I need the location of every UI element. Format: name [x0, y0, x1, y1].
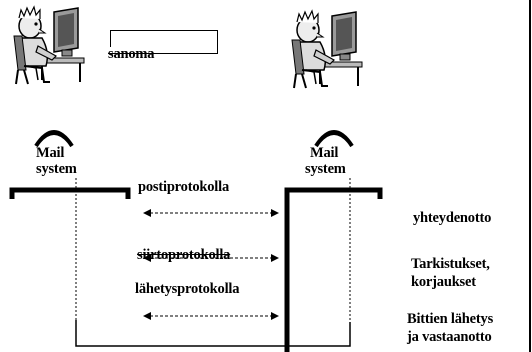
right-host-label-line1: Mail [310, 145, 339, 161]
mail-protocol-arrow [143, 209, 279, 217]
checks-layer-label-line2: korjaukset [411, 274, 476, 290]
transfer-protocol-arrow [143, 254, 279, 262]
bits-layer-label-line1: Bittien lähetys [407, 311, 494, 327]
physical-link-line [75, 320, 351, 347]
right-mail-arc-icon [314, 130, 354, 148]
left-user-icon [13, 6, 85, 85]
left-mail-arc-icon [34, 130, 74, 148]
transmission-protocol-arrow [143, 312, 279, 320]
right-user-icon [291, 10, 363, 89]
mail-protocol-label: postiprotokolla [138, 179, 230, 195]
right-host-label-line2: system [305, 161, 346, 177]
transfer-protocol-label: siirtoprotokolla [137, 247, 231, 263]
left-host-label-line2: system [36, 161, 77, 177]
checks-layer-label-line1: Tarkistukset, [411, 256, 490, 272]
connection-layer-label: yhteydenotto [413, 210, 492, 226]
right-host-bracket [284, 187, 383, 352]
message-label: sanoma [108, 46, 155, 62]
left-host-bracket [9, 187, 131, 199]
bits-layer-label-line2: ja vastaanotto [407, 329, 492, 345]
transmission-protocol-label: lähetysprotokolla [135, 281, 240, 297]
left-host-label-line1: Mail [36, 145, 65, 161]
